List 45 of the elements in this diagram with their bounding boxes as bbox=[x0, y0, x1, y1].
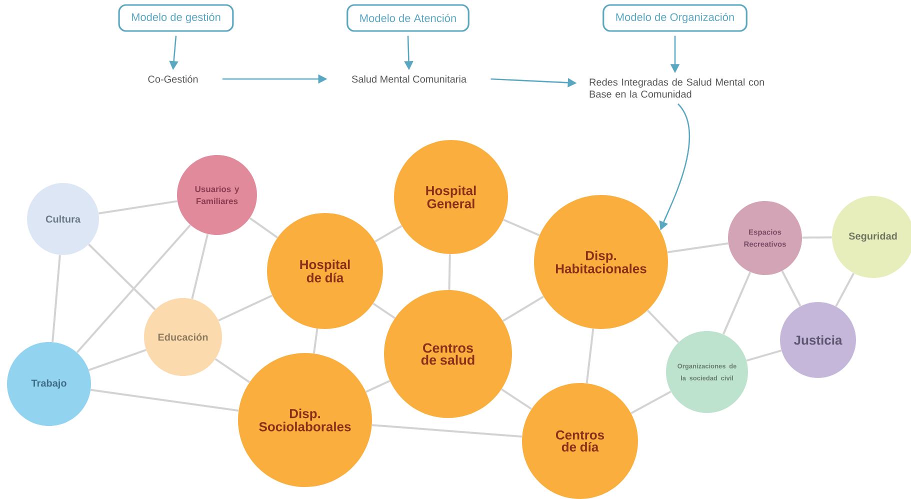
circle-node: Educación bbox=[144, 298, 222, 376]
connector-line bbox=[802, 236, 832, 239]
connector-line bbox=[586, 328, 594, 384]
circle-node: Usuarios y Familiares bbox=[177, 155, 257, 235]
connector-line bbox=[90, 388, 239, 412]
circle-node: Trabajo bbox=[7, 342, 91, 426]
model-box: Modelo de Atención bbox=[346, 4, 470, 32]
connector-line bbox=[218, 294, 273, 322]
circle-node: Disp. Sociolaborales bbox=[238, 353, 372, 487]
connector-line bbox=[448, 254, 451, 290]
connector-line bbox=[214, 358, 250, 384]
connector-line bbox=[372, 302, 396, 319]
model-text: Co-Gestión bbox=[148, 75, 198, 83]
circle-node: Justicia bbox=[780, 302, 856, 378]
connector-line bbox=[667, 242, 728, 254]
connector-line bbox=[249, 217, 278, 238]
connector-line bbox=[88, 349, 146, 371]
connector-line bbox=[76, 224, 192, 354]
connector-line bbox=[501, 388, 532, 410]
circle-node: Hospital General bbox=[394, 140, 508, 254]
connector-line bbox=[372, 424, 522, 438]
connector-line bbox=[630, 390, 672, 414]
model-text: Salud Mental Comunitaria bbox=[352, 75, 466, 83]
connector-line bbox=[98, 200, 178, 214]
connector-line bbox=[503, 218, 540, 236]
connector-line bbox=[722, 272, 752, 335]
circle-node: Disp. Habitacionales bbox=[534, 195, 668, 329]
circle-node: Centros de día bbox=[522, 383, 638, 499]
connector-line bbox=[88, 244, 156, 310]
circle-node: Centros de salud bbox=[384, 290, 512, 418]
model-text: Redes Integradas de Salud Mental con Base en la Comunidad bbox=[590, 78, 764, 98]
connector-line bbox=[312, 328, 318, 354]
model-box: Modelo de Organización bbox=[602, 4, 748, 32]
connector-line bbox=[835, 272, 854, 307]
connector-line bbox=[52, 254, 61, 342]
connector-line bbox=[374, 225, 402, 242]
connector-line bbox=[646, 310, 680, 344]
connector-line bbox=[502, 296, 544, 322]
connector-line bbox=[191, 234, 209, 300]
connector-line bbox=[366, 380, 390, 393]
circle-node: Hospital de día bbox=[267, 213, 383, 329]
model-box: Modelo de gestión bbox=[118, 4, 234, 32]
connector-line bbox=[746, 350, 782, 362]
connector-line bbox=[781, 270, 802, 307]
circle-node: Cultura bbox=[27, 183, 99, 255]
